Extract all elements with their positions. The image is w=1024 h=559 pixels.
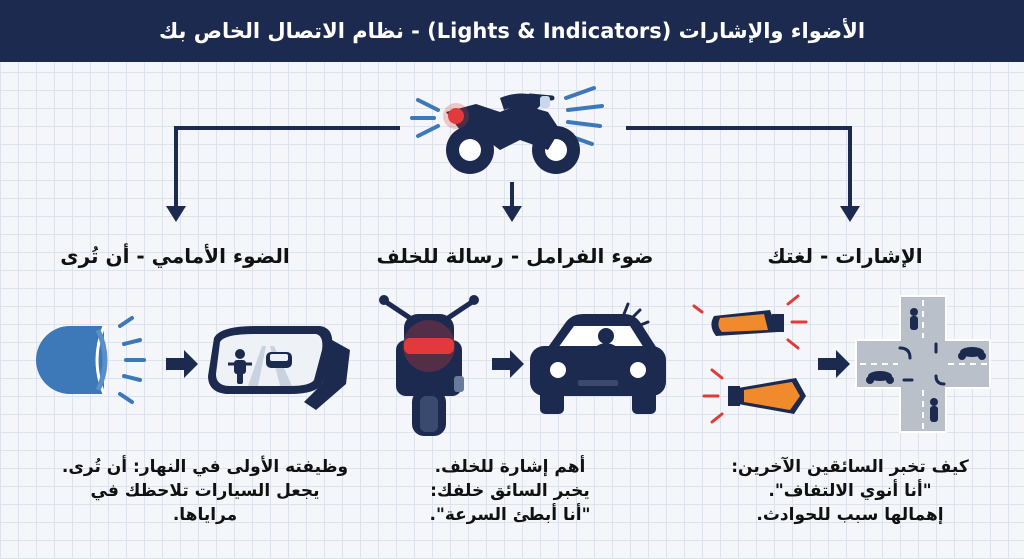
arrow-right-icon-3: [818, 350, 850, 378]
desc-brake: أهم إشارة للخلف. يخبر السائق خلفك: "أنا …: [380, 455, 640, 527]
desc-brake-line-3: "أنا أبطئ السرعة".: [429, 505, 591, 525]
heading-brake: ضوء الفرامل - رسالة للخلف: [376, 244, 654, 268]
desc-brake-line-2: يخبر السائق خلفك:: [430, 481, 590, 501]
car-icon: [530, 302, 666, 414]
brake-light-glow: [404, 338, 454, 354]
arrow-down-center-icon: [502, 206, 522, 222]
arrow-right-icon-2: [492, 350, 524, 378]
headlight-icon: [36, 316, 146, 404]
indicator-lights-icon: [692, 294, 808, 424]
motorcycle-icon: [410, 86, 604, 174]
header-bar: الأضواء والإشارات (Lights & Indicators) …: [0, 0, 1024, 62]
desc-indicators-line-3: إهمالها سبب للحوادث.: [756, 505, 944, 525]
arrow-down-right-icon: [840, 206, 860, 222]
desc-headlight-line-2: يجعل السيارات تلاحظك في: [90, 481, 320, 501]
heading-headlight: الضوء الأمامي - أن تُرى: [60, 244, 290, 268]
desc-headlight: وظيفته الأولى في النهار: أن تُرى. يجعل ا…: [60, 455, 350, 527]
connector-lines: [174, 126, 852, 208]
rear-motorcycle-icon: [379, 295, 479, 436]
desc-headlight-line-3: مراياها.: [172, 505, 238, 525]
side-mirror-icon: [208, 326, 350, 410]
desc-indicators-line-2: "أنا أنوي الالتفاف".: [768, 481, 932, 501]
arrow-down-left-icon: [166, 206, 186, 222]
desc-brake-line-1: أهم إشارة للخلف.: [434, 457, 586, 477]
heading-indicators: الإشارات - لغتك: [767, 244, 923, 268]
tail-light-glow: [448, 108, 464, 124]
connector-right: [626, 126, 852, 208]
connector-left: [174, 126, 400, 208]
arrow-right-icon: [166, 350, 198, 378]
intersection-icon: [855, 295, 991, 433]
page-title: الأضواء والإشارات (Lights & Indicators) …: [158, 19, 866, 43]
desc-headlight-line-1: وظيفته الأولى في النهار: أن تُرى.: [61, 457, 349, 477]
desc-indicators: كيف تخبر السائقين الآخرين: "أنا أنوي الا…: [715, 455, 985, 527]
desc-indicators-line-1: كيف تخبر السائقين الآخرين:: [731, 457, 969, 477]
